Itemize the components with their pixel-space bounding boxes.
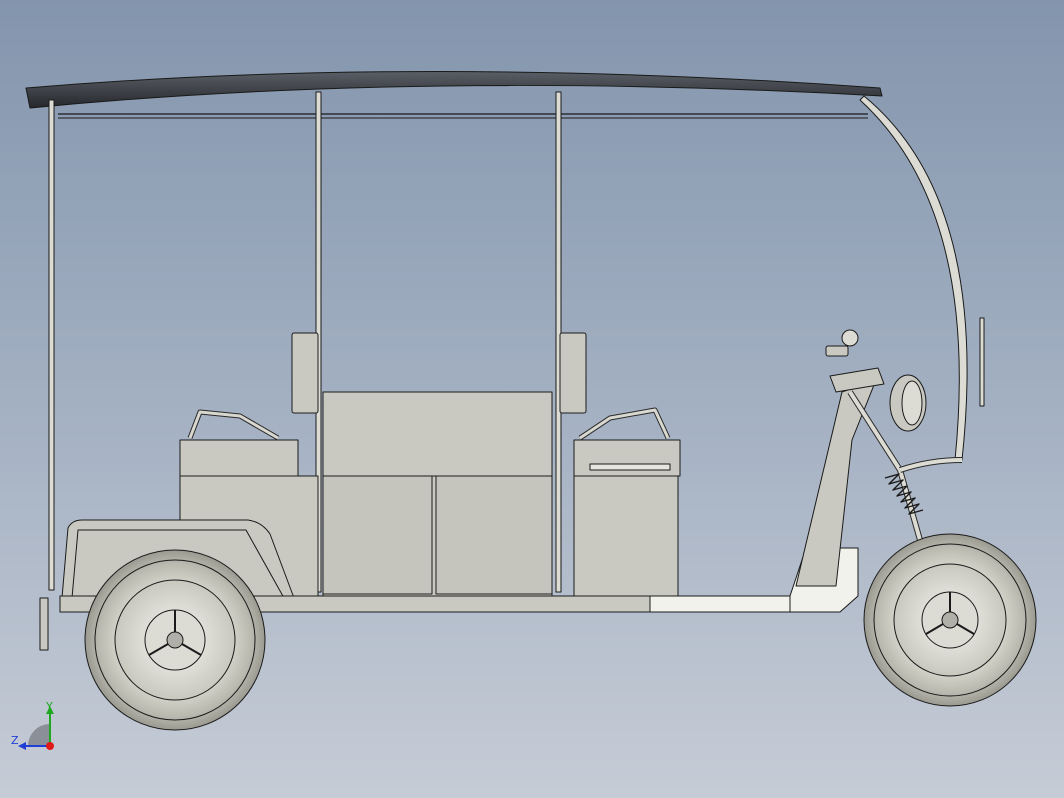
headlight[interactable] (889, 374, 927, 432)
rear-wheel[interactable] (84, 549, 266, 731)
triad-z-arrow-icon (18, 742, 26, 750)
front-seat[interactable] (573, 407, 681, 597)
triad-y-arrow-icon (46, 706, 54, 714)
triad-x-axis-dot (46, 742, 54, 750)
handlebar[interactable] (825, 329, 885, 393)
front-suspension-spring[interactable] (884, 473, 924, 515)
front-wheel[interactable] (863, 533, 1037, 707)
seat-backrests[interactable] (291, 332, 587, 414)
triad-z-label: Z (11, 734, 19, 747)
triad-y-label: Y (45, 700, 53, 713)
orientation-triad[interactable]: Y Z (11, 700, 54, 750)
roof-canopy[interactable] (25, 71, 883, 119)
passenger-cabin[interactable] (322, 391, 553, 597)
side-mirror[interactable] (979, 317, 985, 407)
triad-base-icon (28, 724, 50, 746)
